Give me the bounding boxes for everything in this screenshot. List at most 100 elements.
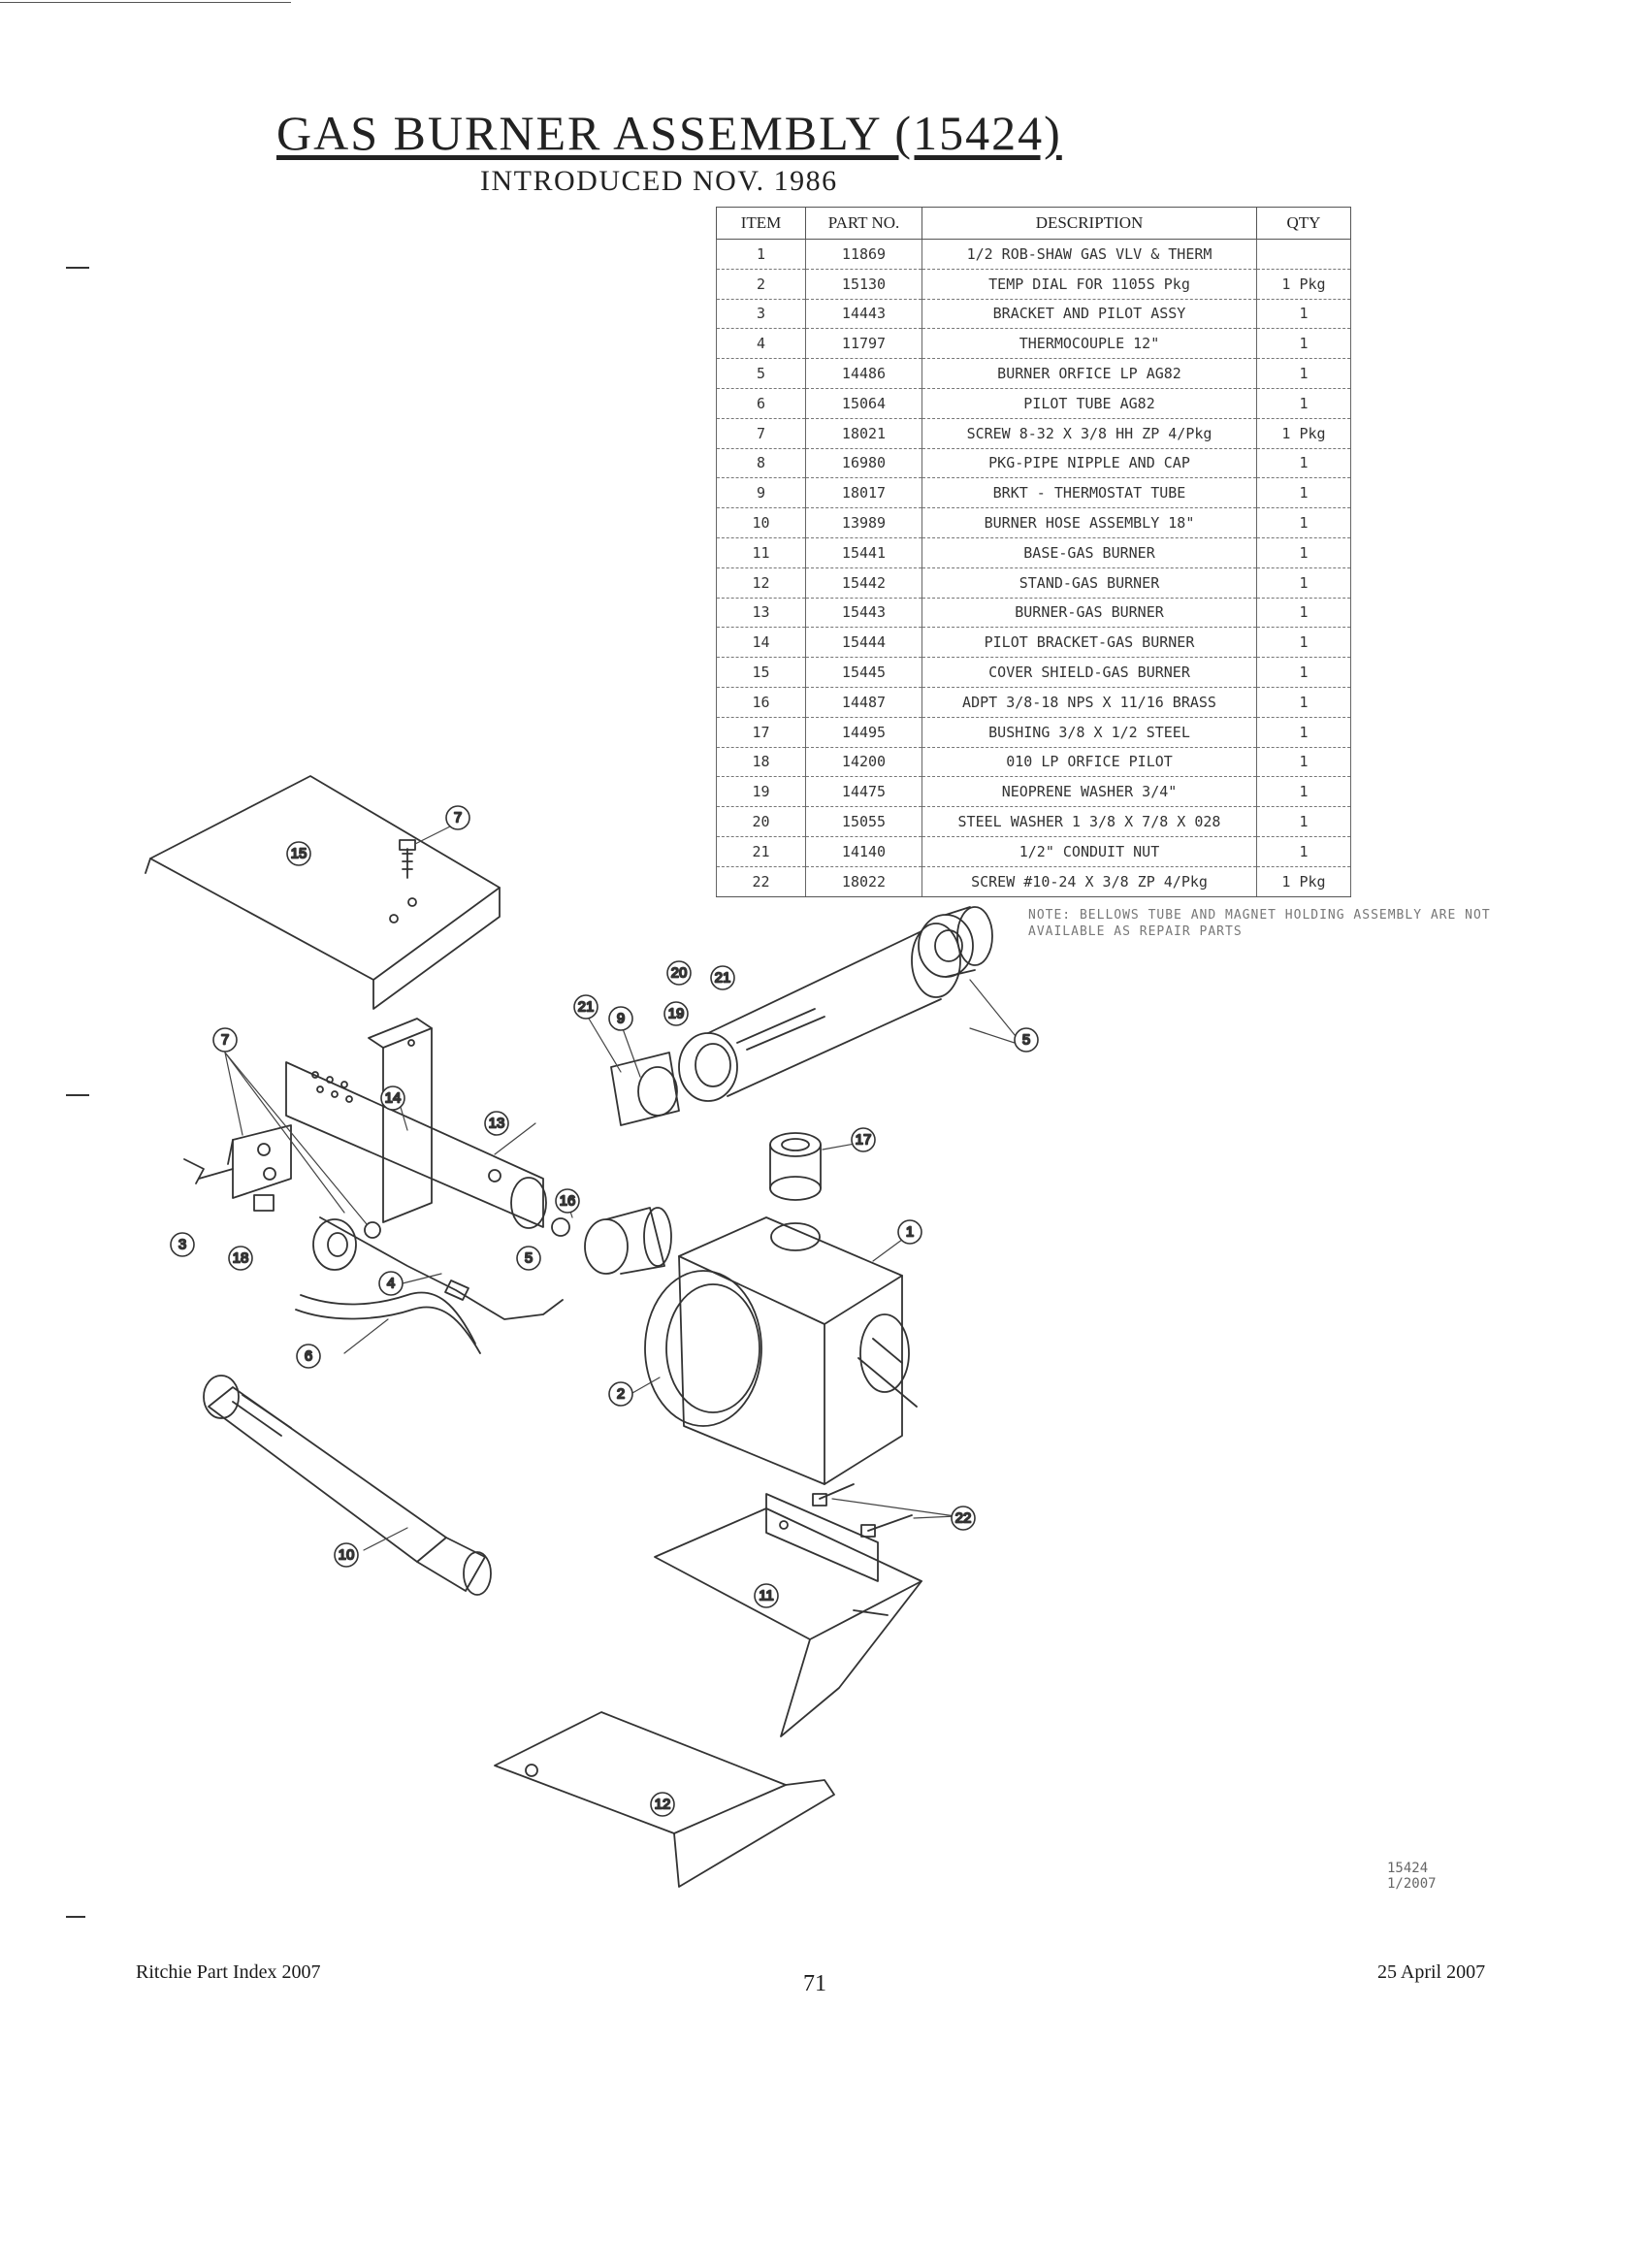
- cell-qty: 1 Pkg: [1256, 269, 1351, 300]
- cell-part-no: 14495: [805, 717, 922, 748]
- bracket-pilot-assembly-part: [183, 1124, 292, 1199]
- cell-part-no: 14487: [805, 687, 922, 718]
- cell-description: 1/2 ROB-SHAW GAS VLV & THERM: [922, 239, 1257, 270]
- cell-description: SCREW 8-32 X 3/8 HH ZP 4/Pkg: [922, 418, 1257, 449]
- callout-10: 10: [334, 1542, 359, 1568]
- callout-label: 20: [671, 965, 688, 982]
- pipe-nipple-part: [678, 923, 961, 1102]
- leader-lines: [224, 822, 1024, 1551]
- pilot-tube-part: [300, 1291, 476, 1345]
- cell-description: BURNER-GAS BURNER: [922, 598, 1257, 629]
- callout-16: 16: [555, 1188, 580, 1214]
- callout-11: 11: [754, 1583, 779, 1608]
- mounting-screws-part: [812, 1483, 913, 1538]
- callout-17: 17: [851, 1127, 876, 1152]
- cell-description: 1/2" CONDUIT NUT: [922, 836, 1257, 867]
- cell-item: 2: [716, 269, 806, 300]
- cell-qty: 1: [1256, 299, 1351, 330]
- callout-20: 20: [666, 960, 692, 986]
- callout-14: 14: [380, 1085, 405, 1111]
- column-header-item: ITEM: [716, 207, 806, 240]
- cell-item: 12: [716, 567, 806, 599]
- cell-description: THERMOCOUPLE 12": [922, 328, 1257, 360]
- burner-tube-part: [285, 1061, 547, 1229]
- cell-qty: 1 Pkg: [1256, 866, 1351, 897]
- adapter-nut-part: [551, 1217, 570, 1237]
- callout-3: 3: [170, 1232, 195, 1257]
- cell-item: 10: [716, 507, 806, 538]
- stand-part: [494, 1711, 835, 1888]
- cell-part-no: 11797: [805, 328, 922, 360]
- cell-qty: 1: [1256, 537, 1351, 568]
- cell-item: 11: [716, 537, 806, 568]
- cell-description: 010 LP ORFICE PILOT: [922, 747, 1257, 778]
- cell-description: BURNER ORFICE LP AG82: [922, 358, 1257, 389]
- cell-qty: 1: [1256, 687, 1351, 718]
- drawing-date: 1/2007: [1387, 1876, 1437, 1892]
- cell-qty: 1: [1256, 477, 1351, 509]
- cell-description: BRKT - THERMOSTAT TUBE: [922, 477, 1257, 509]
- gas-valve-body-part: [678, 1216, 918, 1485]
- repair-parts-note: NOTE: BELLOWS TUBE AND MAGNET HOLDING AS…: [1028, 908, 1491, 939]
- callout-7-left: 7: [212, 1027, 238, 1053]
- column-header-description: DESCRIPTION: [922, 207, 1257, 240]
- cover-shield-part: [145, 775, 501, 1010]
- callout-label: 3: [178, 1237, 186, 1253]
- cell-qty: 1: [1256, 657, 1351, 688]
- cell-part-no: 15443: [805, 598, 922, 629]
- cell-item: 4: [716, 328, 806, 360]
- cell-description: BURNER HOSE ASSEMBLY 18": [922, 507, 1257, 538]
- cell-item: 20: [716, 806, 806, 837]
- screw-part: [364, 1221, 381, 1239]
- cell-part-no: 16980: [805, 448, 922, 479]
- callout-label: 2: [617, 1386, 625, 1403]
- callout-label: 10: [339, 1547, 355, 1564]
- cell-part-no: 15055: [805, 806, 922, 837]
- cell-qty: 1: [1256, 806, 1351, 837]
- cell-description: TEMP DIAL FOR 1105S Pkg: [922, 269, 1257, 300]
- table-header-row: ITEM PART NO. DESCRIPTION QTY: [716, 207, 1351, 240]
- callout-5-left: 5: [516, 1246, 541, 1271]
- cell-qty: 1: [1256, 358, 1351, 389]
- cell-part-no: 15130: [805, 269, 922, 300]
- cell-part-no: 15064: [805, 388, 922, 419]
- callout-12: 12: [650, 1792, 675, 1817]
- cell-description: STEEL WASHER 1 3/8 X 7/8 X 028: [922, 806, 1257, 837]
- cell-qty: 1: [1256, 627, 1351, 659]
- callout-label: 9: [617, 1011, 625, 1027]
- page-title: GAS BURNER ASSEMBLY (15424): [276, 106, 1062, 160]
- callout-label: 21: [578, 999, 595, 1016]
- callout-4: 4: [378, 1271, 404, 1296]
- cell-qty: 1: [1256, 507, 1351, 538]
- page-subtitle: INTRODUCED NOV. 1986: [480, 165, 838, 197]
- callout-label: 5: [1022, 1032, 1030, 1049]
- cell-item: 9: [716, 477, 806, 509]
- thermostat-tube-bracket-part: [610, 1052, 680, 1126]
- footer-date: 25 April 2007: [1377, 1961, 1486, 1983]
- callout-label: 18: [233, 1250, 249, 1267]
- cell-description: PILOT TUBE AG82: [922, 388, 1257, 419]
- orifice-part: [253, 1194, 275, 1212]
- callout-18: 18: [228, 1246, 253, 1271]
- drawing-number: 15424: [1387, 1861, 1429, 1876]
- callout-19: 19: [663, 1001, 689, 1026]
- pilot-bracket-part: [368, 1018, 433, 1223]
- callout-label: 11: [759, 1588, 774, 1604]
- cell-description: SCREW #10-24 X 3/8 ZP 4/Pkg: [922, 866, 1257, 897]
- cell-part-no: 14486: [805, 358, 922, 389]
- base-part: [654, 1493, 922, 1737]
- cell-part-no: 14443: [805, 299, 922, 330]
- cell-part-no: 13989: [805, 507, 922, 538]
- pilot-tube-part-edge: [295, 1306, 481, 1354]
- callout-label: 12: [655, 1797, 671, 1813]
- cell-item: 16: [716, 687, 806, 718]
